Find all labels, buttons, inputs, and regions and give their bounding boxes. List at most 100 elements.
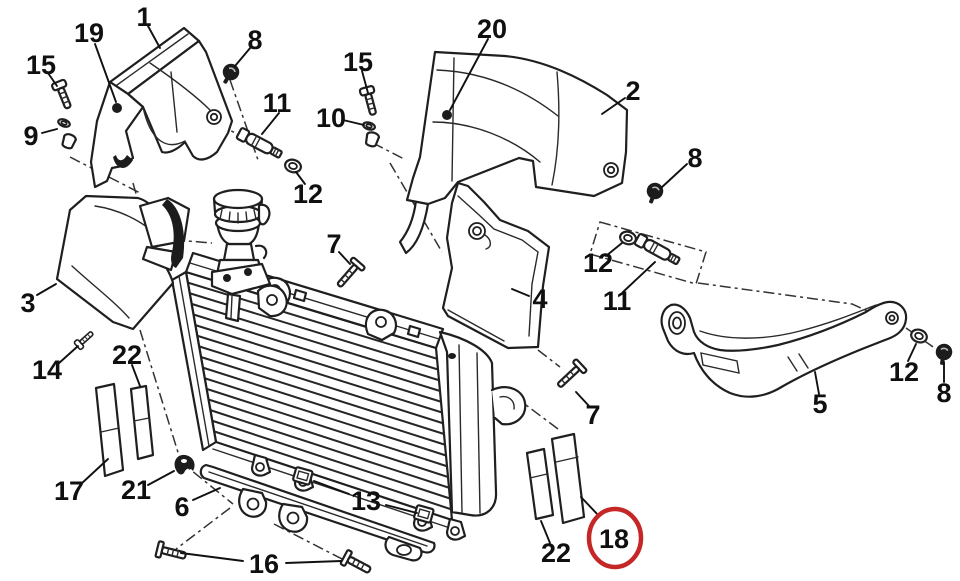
radiator-fin xyxy=(208,398,449,478)
radiator-side-tank xyxy=(438,330,498,517)
leader-line-2 xyxy=(601,97,626,115)
callout-22: 22 xyxy=(112,340,142,370)
fairing-panel-3 xyxy=(55,194,191,331)
strip-22-right xyxy=(525,447,555,521)
leader-line-19 xyxy=(94,43,117,103)
leader-line-8 xyxy=(234,46,252,67)
washer-9 xyxy=(56,116,72,130)
leader-line-3 xyxy=(36,283,57,296)
callout-1: 1 xyxy=(136,2,151,32)
screw-8-topright xyxy=(642,180,666,207)
highlight-circle-18 xyxy=(586,506,644,570)
grommet-21 xyxy=(174,454,195,475)
callout-15: 15 xyxy=(26,50,56,80)
callout-9: 9 xyxy=(23,121,38,151)
leader-line-13 xyxy=(313,480,350,495)
leader-line-15 xyxy=(47,72,58,87)
leader-line-11 xyxy=(261,112,280,135)
callout-12: 12 xyxy=(293,179,323,209)
bolt-7-right xyxy=(552,357,589,393)
leader-line-16 xyxy=(180,552,244,562)
callout-3: 3 xyxy=(20,288,35,318)
strip-18 xyxy=(550,432,586,525)
radiator-fin xyxy=(195,324,442,403)
callout-5: 5 xyxy=(812,389,827,419)
callout-7: 7 xyxy=(585,400,600,430)
radiator-fin xyxy=(193,313,441,392)
leader-line-7 xyxy=(575,391,590,407)
leader-line-4 xyxy=(511,288,530,297)
callout-14: 14 xyxy=(32,355,62,385)
leader-line-22 xyxy=(131,364,141,387)
callout-11: 11 xyxy=(263,88,292,118)
leader-line-10 xyxy=(342,119,365,126)
callout-8: 8 xyxy=(687,143,702,173)
lower-bracket-6 xyxy=(199,463,436,562)
radiator-fin xyxy=(210,409,450,489)
screw-15-right xyxy=(358,84,382,118)
washer-10 xyxy=(361,120,377,132)
bolt-16-right xyxy=(339,548,375,579)
radiator-hose-stub xyxy=(490,386,527,426)
fastener-point-19 xyxy=(112,103,122,113)
callout-4: 4 xyxy=(532,284,547,314)
callout-12: 12 xyxy=(583,248,613,278)
fasteners xyxy=(50,60,954,579)
radiator-fin xyxy=(206,387,448,468)
fairing-panel-2 xyxy=(398,50,629,255)
leader-line-12 xyxy=(295,171,306,185)
bolt-11-left xyxy=(235,126,285,162)
screw-8-topleft xyxy=(217,60,243,88)
leader-line-13 xyxy=(385,504,418,514)
callout-16: 16 xyxy=(249,549,279,579)
radiator-fin xyxy=(200,356,445,435)
nut-12-left xyxy=(282,156,304,176)
radiator-fin xyxy=(204,377,447,457)
leader-line-22 xyxy=(540,520,551,544)
leader-line-8 xyxy=(660,163,688,189)
leader-line-17 xyxy=(80,458,109,485)
leader-line-20 xyxy=(449,38,489,111)
leader-line-12 xyxy=(907,343,917,362)
callout-7: 7 xyxy=(326,229,341,259)
leader-line-18 xyxy=(580,496,600,517)
leader-line-15 xyxy=(361,70,369,94)
reservoir-mount-plate xyxy=(210,262,272,296)
clip-13-left xyxy=(292,466,314,486)
hardware-group-box xyxy=(589,221,707,285)
radiator-fin xyxy=(202,366,446,446)
leader-line-11 xyxy=(622,261,656,293)
fairing-panel-1 xyxy=(89,26,234,189)
callout-13: 13 xyxy=(351,486,381,516)
callout-18: 18 xyxy=(599,524,629,554)
stay-bracket-5 xyxy=(660,300,908,398)
callout-15: 15 xyxy=(343,47,373,77)
callout-21: 21 xyxy=(121,475,151,505)
leader-line-21 xyxy=(147,470,175,486)
radiator-fin xyxy=(211,419,451,500)
clip-13-right xyxy=(413,504,435,524)
callout-17: 17 xyxy=(54,476,84,506)
radiator-fin xyxy=(213,430,452,511)
leader-line-16 xyxy=(285,560,342,564)
callout-6: 6 xyxy=(174,492,189,522)
callout-10: 10 xyxy=(316,103,346,133)
radiator-fin xyxy=(198,345,444,425)
callout-11: 11 xyxy=(603,286,632,316)
leader-line-1 xyxy=(147,25,161,49)
callout-12: 12 xyxy=(889,357,919,387)
leader-line-12 xyxy=(605,242,623,257)
leader-line-6 xyxy=(192,487,221,501)
callout-19: 19 xyxy=(74,18,104,48)
leader-line-14 xyxy=(57,345,79,365)
protection-strips xyxy=(94,382,586,525)
leader-line-5 xyxy=(814,371,820,395)
strip-22-left xyxy=(129,384,155,461)
radiator-fin xyxy=(196,334,443,414)
coolant-reservoir xyxy=(210,188,288,323)
fastener-point-20 xyxy=(442,110,452,120)
callout-20: 20 xyxy=(477,14,507,44)
callout-2: 2 xyxy=(625,76,640,106)
